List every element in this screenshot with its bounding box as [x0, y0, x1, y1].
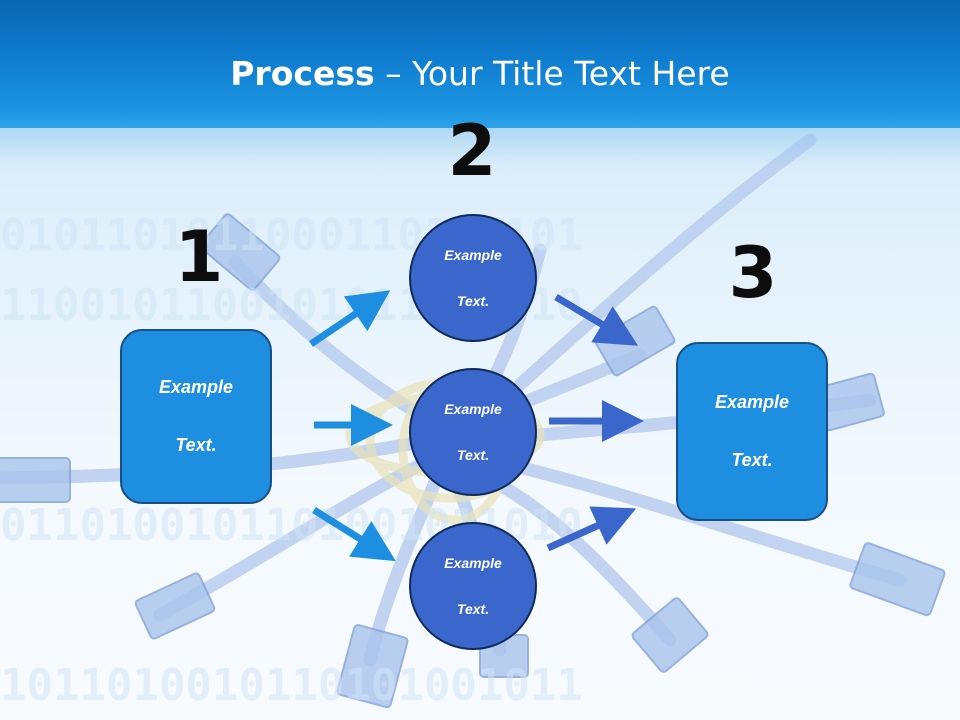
title-bold-part: Process [230, 54, 375, 93]
right-box-line2: Text. [731, 450, 773, 470]
left-box-line1: Example [158, 377, 234, 397]
right-box-line1: Example [714, 392, 790, 412]
arrow-bottom-circle-to-box [546, 506, 637, 552]
slide-title: Process – Your Title Text Here [0, 52, 960, 96]
bottom-circle-line2: Text. [456, 600, 490, 617]
arrow-box-to-bottom-circle [312, 507, 396, 562]
step-number-1: 1 [174, 216, 224, 298]
top-circle-line1: Example [444, 246, 502, 263]
bottom-circle-line1: Example [444, 554, 502, 571]
title-bar-fade [0, 128, 960, 168]
middle-circle-line2: Text. [456, 446, 490, 463]
arrow-box-to-top-circle [309, 290, 391, 347]
arrow-top-circle-to-box [554, 293, 639, 346]
top-circle-line2: Text. [456, 292, 490, 309]
svg-text:1011010010110101001011: 1011010010110101001011 [0, 660, 583, 711]
title-bar [0, 0, 960, 128]
title-rest-part: – Your Title Text Here [374, 54, 730, 93]
left-box-line2: Text. [175, 435, 217, 455]
step-number-2: 2 [447, 110, 497, 192]
middle-circle-line1: Example [444, 400, 502, 417]
step-number-3: 3 [728, 232, 778, 314]
